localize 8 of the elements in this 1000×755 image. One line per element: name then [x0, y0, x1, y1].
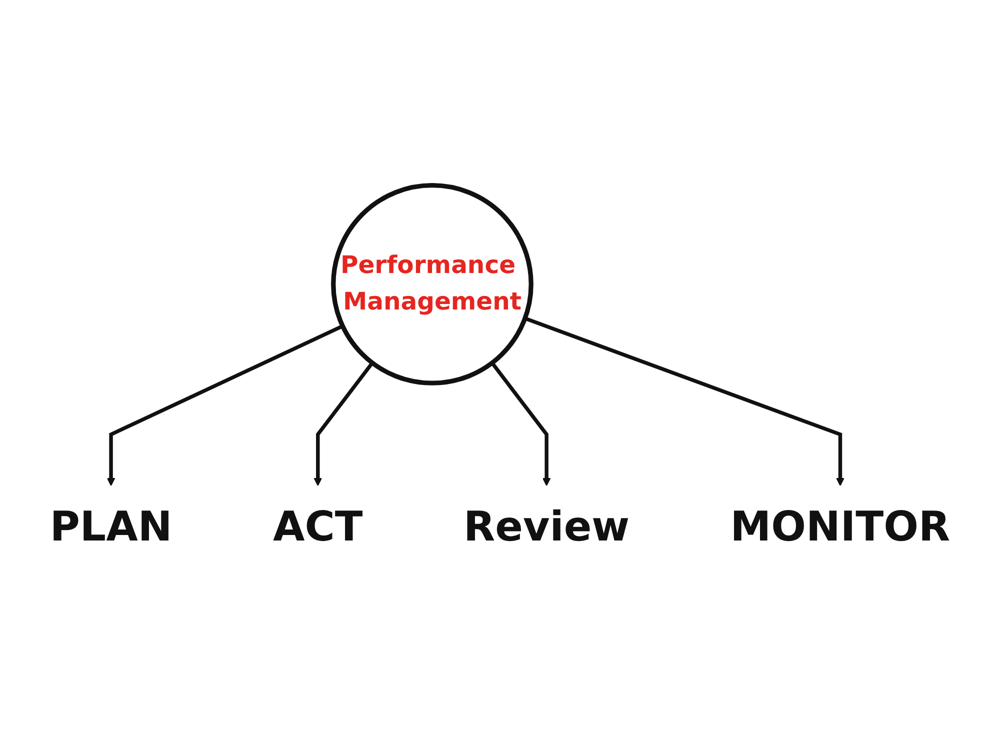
- node-text: PLAN: [50, 503, 172, 551]
- arrow: [106, 324, 344, 486]
- node-text: MONITOR: [730, 503, 950, 551]
- arrow: [314, 362, 374, 486]
- node-text: ACT: [272, 503, 363, 551]
- arrow: [490, 362, 551, 486]
- node-circle: Performance Management: [331, 183, 534, 386]
- node-text: Review: [464, 503, 630, 551]
